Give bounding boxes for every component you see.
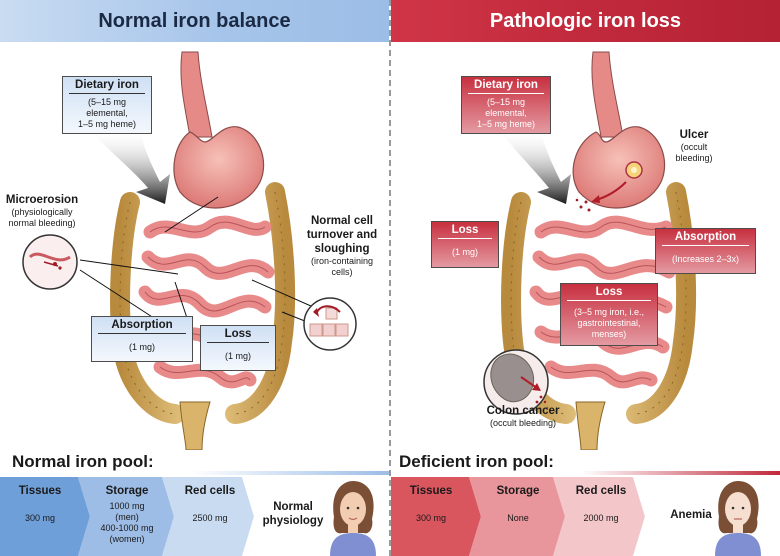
colon-cancer-detail: (occult bleeding) xyxy=(489,418,557,428)
patho-loss-big-detail-2: gastrointestinal, xyxy=(577,318,641,328)
patho-loss-big-title: Loss xyxy=(567,284,651,301)
panel-divider xyxy=(389,0,391,556)
absorption-value: (1 mg) xyxy=(128,342,155,352)
normal-cell-detail-2: cells) xyxy=(331,267,353,277)
deficient-segment-red-cells: Red cells 2000 mg xyxy=(561,477,641,556)
deficient-tissues-label: Tissues xyxy=(409,485,453,497)
dietary-iron-box: Dietary iron (5–15 mg elemental, 1–5 mg … xyxy=(62,76,152,134)
normal-physiology-label: Normal physiology xyxy=(258,500,328,528)
absorption-box: Absorption (1 mg) xyxy=(91,316,193,362)
patho-dietary-iron-title: Dietary iron xyxy=(468,77,544,94)
patho-dietary-iron-detail-2: 1–5 mg heme) xyxy=(476,119,536,129)
deficient-storage-value: None xyxy=(507,513,529,523)
dietary-iron-title: Dietary iron xyxy=(69,77,145,94)
loss-title: Loss xyxy=(207,326,269,343)
microerosion-detail-1: (physiologically xyxy=(11,207,73,217)
pool-segment-tissues: Tissues 300 mg xyxy=(0,477,80,556)
deficient-segment-tissues: Tissues 300 mg xyxy=(391,477,471,556)
patho-loss-big-detail-1: (3–5 mg iron, i.e., xyxy=(573,307,645,317)
ulcer-detail-1: (occult xyxy=(680,142,708,152)
patho-loss-small-box: Loss (1 mg) xyxy=(431,221,499,268)
normal-header: Normal iron balance xyxy=(0,0,389,42)
deficient-iron-pool: Tissues 300 mg Storage None Red cells 20… xyxy=(391,477,780,556)
normal-cell-line-2: turnover and xyxy=(306,229,378,241)
patho-loss-big-box: Loss (3–5 mg iron, i.e., gastrointestina… xyxy=(560,283,658,346)
anemia-label: Anemia xyxy=(670,509,712,521)
colon-cancer-title: Colon cancer xyxy=(486,405,560,417)
normal-cell-line-3: sloughing xyxy=(314,243,370,255)
normal-cell-line-1: Normal cell xyxy=(311,215,373,227)
dietary-iron-detail-1: (5–15 mg elemental, xyxy=(86,97,128,118)
microerosion-title: Microerosion xyxy=(5,194,79,206)
ulcer-title: Ulcer xyxy=(679,129,709,141)
red-cells-label: Red cells xyxy=(184,485,236,497)
patho-dietary-iron-box: Dietary iron (5–15 mg elemental, 1–5 mg … xyxy=(461,76,551,134)
colon-cancer-label: Colon cancer (occult bleeding) xyxy=(473,404,573,429)
deficient-pool-chevrons xyxy=(391,477,780,556)
absorption-title: Absorption xyxy=(98,317,186,334)
patho-loss-big-detail-3: menses) xyxy=(591,329,627,339)
deficient-tissues-value: 300 mg xyxy=(415,513,447,523)
patho-absorption-value: (Increases 2–3x) xyxy=(671,254,740,264)
deficient-pool-title: Deficient iron pool: xyxy=(399,452,554,471)
normal-physiology-line-1: Normal xyxy=(273,501,313,513)
ulcer-label: Ulcer (occult bleeding) xyxy=(659,128,729,164)
normal-physiology-line-2: physiology xyxy=(262,515,324,527)
normal-cell-turnover-label: Normal cell turnover and sloughing (iron… xyxy=(298,214,386,278)
microerosion-label: Microerosion (physiologically normal ble… xyxy=(2,193,82,229)
red-cells-value: 2500 mg xyxy=(192,513,228,523)
storage-men-value: 1000 mg xyxy=(109,501,145,511)
normal-iron-balance-panel: Normal iron balance xyxy=(0,0,389,556)
deficient-storage-label: Storage xyxy=(496,485,540,497)
pool-segment-red-cells: Red cells 2500 mg xyxy=(170,477,250,556)
pathologic-header: Pathologic iron loss xyxy=(391,0,780,42)
storage-women-label: (women) xyxy=(109,534,145,544)
deficient-red-cells-value: 2000 mg xyxy=(583,513,619,523)
normal-pool-title: Normal iron pool: xyxy=(12,452,154,471)
anemic-woman-avatar-icon xyxy=(715,481,761,556)
deficient-segment-storage: Storage None xyxy=(477,477,559,556)
dietary-iron-detail-2: 1–5 mg heme) xyxy=(77,119,137,129)
woman-avatar-icon xyxy=(330,481,376,556)
pathologic-iron-loss-panel: Pathologic iron loss xyxy=(391,0,780,556)
ulcer-detail-2: bleeding) xyxy=(675,153,713,163)
normal-pool-underline xyxy=(190,471,389,475)
pool-segment-storage: Storage 1000 mg (men) 400-1000 mg (women… xyxy=(86,477,168,556)
tissues-label: Tissues xyxy=(18,485,62,497)
patho-dietary-iron-detail-1: (5–15 mg elemental, xyxy=(485,97,527,118)
microerosion-detail-2: normal bleeding) xyxy=(8,218,76,228)
patho-absorption-title: Absorption xyxy=(662,229,749,246)
loss-value: (1 mg) xyxy=(224,351,251,361)
deficient-red-cells-label: Red cells xyxy=(575,485,627,497)
storage-label: Storage xyxy=(105,485,149,497)
normal-cell-detail-1: (iron-containing xyxy=(310,256,374,266)
deficient-pool-underline xyxy=(581,471,780,475)
storage-men-label: (men) xyxy=(115,512,139,522)
tissues-value: 300 mg xyxy=(24,513,56,523)
patho-loss-small-title: Loss xyxy=(438,222,492,239)
patho-absorption-box: Absorption (Increases 2–3x) xyxy=(655,228,756,274)
loss-box: Loss (1 mg) xyxy=(200,325,276,371)
patho-loss-small-value: (1 mg) xyxy=(451,247,478,257)
storage-women-value: 400-1000 mg xyxy=(100,523,154,533)
